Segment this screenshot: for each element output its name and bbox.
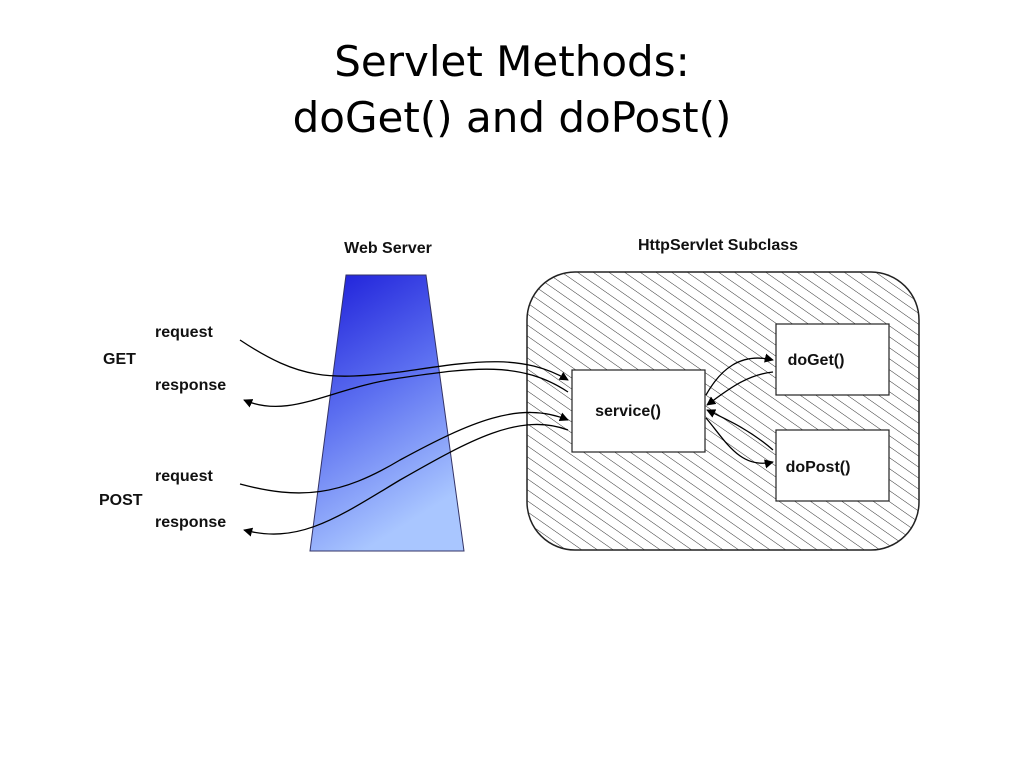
- doget-to-service-arrow: [706, 371, 774, 406]
- web-server-label: Web Server: [344, 240, 432, 257]
- subclass-label: HttpServlet Subclass: [638, 237, 798, 254]
- post-response-arrow: [243, 423, 569, 537]
- web-server-shape: [309, 274, 465, 552]
- post-response-label: response: [155, 514, 226, 531]
- service-to-doget-arrow: [705, 353, 774, 396]
- service-box: [571, 369, 706, 453]
- get-request-label: request: [155, 324, 213, 341]
- get-request-arrow: [239, 339, 569, 381]
- title-line-1: Servlet Methods:: [334, 37, 690, 86]
- dopost-to-service-arrow: [706, 409, 774, 451]
- title-line-2: doGet() and doPost(): [292, 93, 732, 142]
- get-response-label: response: [155, 377, 226, 394]
- service-label: service(): [595, 403, 661, 420]
- get-response-arrow: [243, 368, 569, 408]
- doget-box: [775, 323, 890, 396]
- service-to-dopost-arrow: [705, 417, 774, 469]
- dopost-box: [775, 429, 890, 502]
- post-label: POST: [99, 492, 143, 509]
- dopost-label: doPost(): [786, 459, 851, 476]
- get-label: GET: [103, 351, 136, 368]
- post-request-label: request: [155, 468, 213, 485]
- slide-title: Servlet Methods: doGet() and doPost(): [0, 34, 1024, 146]
- doget-label: doGet(): [788, 352, 845, 369]
- post-request-arrow: [239, 411, 569, 494]
